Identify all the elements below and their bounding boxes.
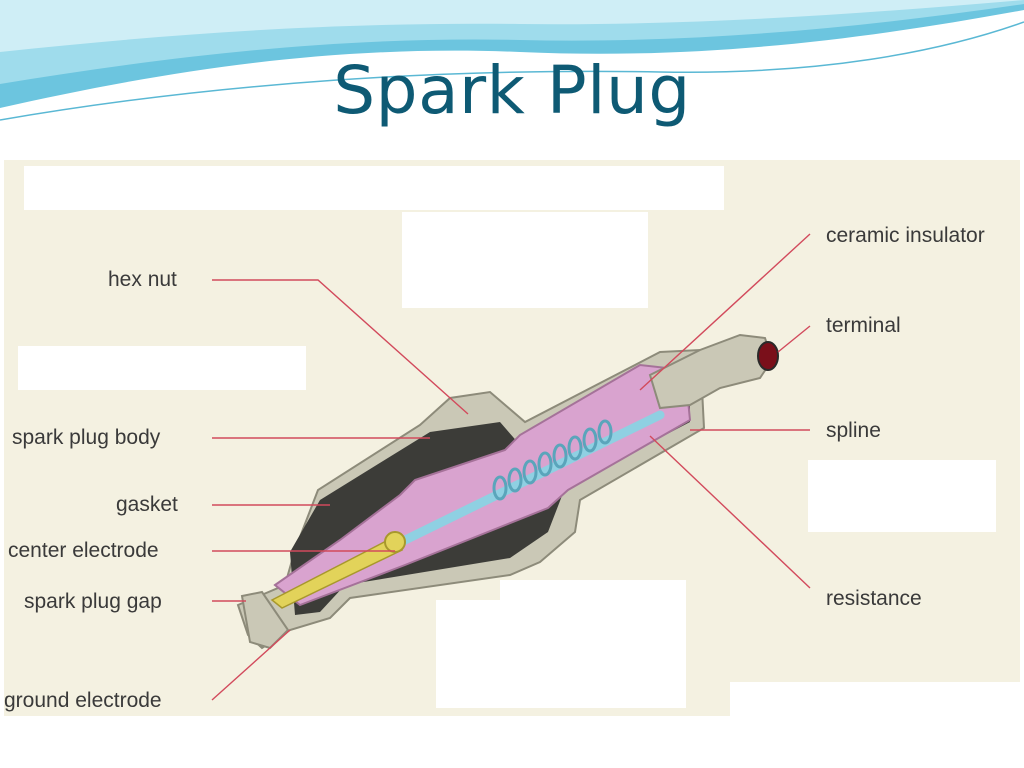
label-gasket: gasket: [116, 493, 178, 516]
label-ceramic-insulator: ceramic insulator: [826, 224, 985, 247]
label-spark-plug-body: spark plug body: [12, 426, 161, 449]
label-spark-plug-gap: spark plug gap: [24, 590, 162, 613]
label-ground-electrode: ground electrode: [4, 689, 162, 712]
label-center-electrode: center electrode: [8, 539, 159, 562]
label-hex-nut: hex nut: [108, 268, 177, 291]
label-resistance: resistance: [826, 587, 922, 610]
label-spline: spline: [826, 419, 881, 442]
label-terminal: terminal: [826, 314, 901, 337]
spark-plug-illustration: [236, 333, 779, 650]
leader-lines: [211, 233, 811, 701]
spark-plug-diagram: [4, 160, 1020, 720]
wave-header: [0, 0, 1024, 121]
slide-title: Spark Plug: [333, 52, 691, 129]
